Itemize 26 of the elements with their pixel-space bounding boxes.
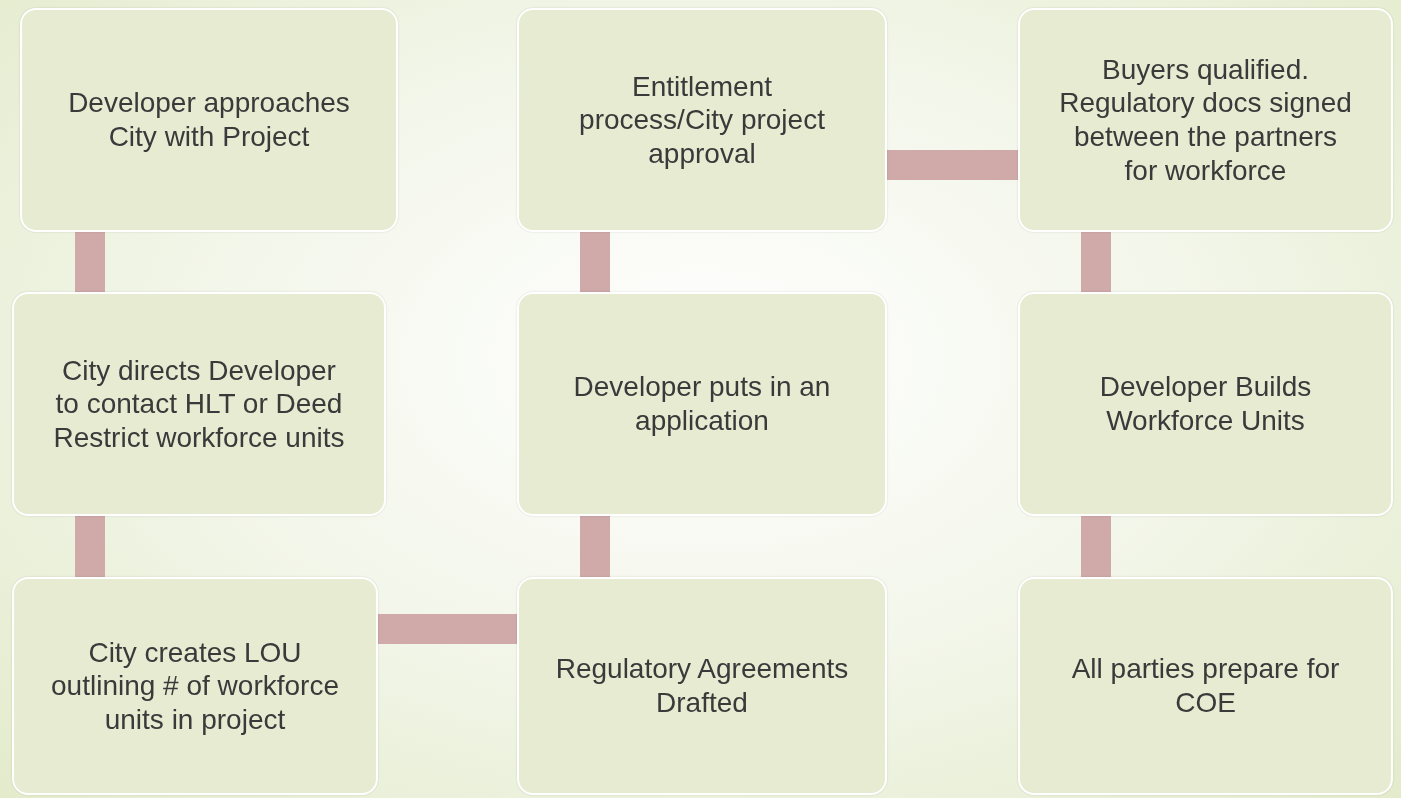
step-text: Developer Builds Workforce Units [1098,370,1313,438]
process-box [1018,8,1393,232]
connector-bar [75,516,105,577]
process-box [517,577,887,795]
step-text: City directs Developer to contact HLT or Deed Restrict workforce units [52,353,346,455]
connector-bar [1081,516,1111,577]
process-box [517,292,887,516]
step-text: Entitlement process/City project approval [578,69,826,171]
step-text: Developer approaches City with Project [67,86,351,154]
process-box [12,292,386,516]
connector-bar [1081,232,1111,292]
step-text: Developer puts in an application [572,370,832,438]
process-box [517,8,887,232]
process-box [12,577,378,795]
connector-bar [378,614,517,644]
step-text: City creates LOU outlining # of workforce units in project [50,635,340,737]
step-text: Regulatory Agreements Drafted [554,652,850,720]
step-text: All parties prepare for COE [1070,652,1341,720]
step-text: Buyers qualified. Regulatory docs signed between the partners for workforce [1058,52,1353,188]
connector-bar [580,516,610,577]
connector-bar [887,150,1018,180]
connector-bar [580,232,610,292]
connector-bar [75,232,105,292]
process-box [1018,292,1393,516]
process-box [20,8,398,232]
process-box [1018,577,1393,795]
